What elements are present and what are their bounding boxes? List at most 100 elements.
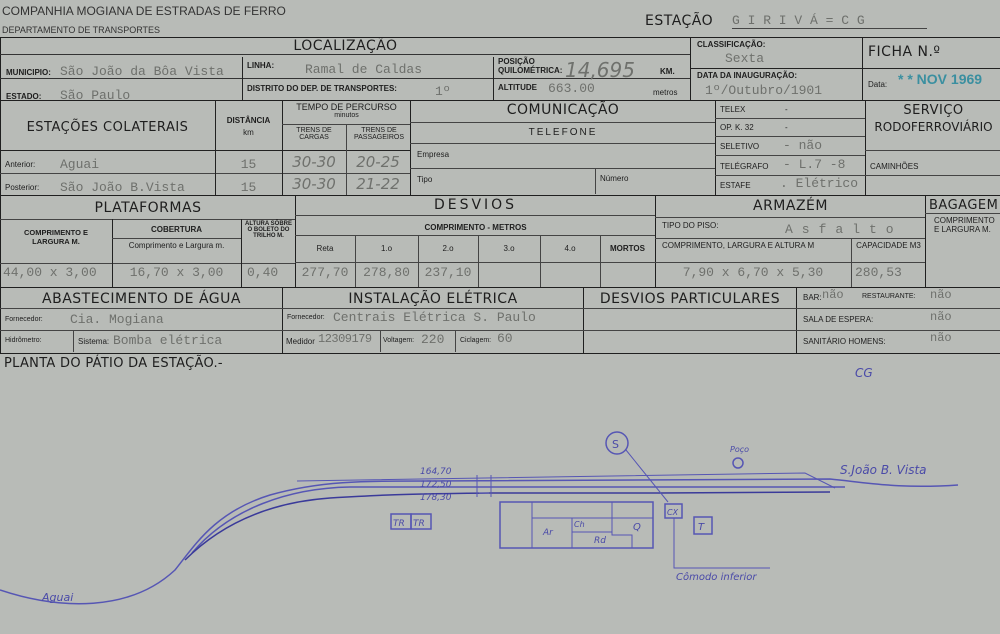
item-value: . Elétrico: [780, 176, 859, 191]
classificacao-label: CLASSIFICAÇÃO:: [697, 40, 766, 49]
item-label: TELEX: [720, 105, 746, 114]
sistema-label: Sistema:: [78, 337, 110, 346]
estado-label: ESTADO:: [6, 92, 42, 101]
cobertura-value: 16,70 x 3,00: [129, 265, 224, 280]
distance-value: 15: [240, 180, 257, 195]
passageiros-label: TRENS DE PASSAGEIROS: [353, 127, 405, 141]
ficha-label: FICHA N.º: [868, 44, 941, 60]
distrito-value: 1º: [435, 84, 451, 99]
desvio-col-header: MORTOS: [610, 244, 645, 253]
municipio-label: MUNICIPIO:: [6, 68, 51, 77]
track-siding-1: [191, 486, 845, 554]
item-value: - não: [783, 138, 823, 153]
q-label: Q: [633, 522, 641, 533]
item-label: TELÉGRAFO: [720, 162, 769, 171]
desvio-value: 237,10: [424, 265, 472, 280]
voltagem-value: 220: [421, 332, 445, 347]
ficha-data-label: Data:: [868, 80, 888, 89]
station-value: Aguai: [60, 157, 100, 172]
sala-value: não: [930, 310, 952, 324]
sanitario-label: SANITÁRIO HOMENS:: [803, 337, 886, 346]
track-main: [0, 478, 959, 605]
passageiros-value: 21-22: [356, 175, 400, 193]
t-label: T: [698, 522, 705, 533]
comprimento-value: 44,00 x 3,00: [3, 265, 97, 280]
planta-title: PLANTA DO PÁTIO DA ESTAÇÃO.-: [4, 356, 223, 371]
signal-label: S: [612, 438, 619, 451]
origin-label: Aguai: [41, 591, 73, 604]
date-stamp: * * NOV 1969: [898, 71, 983, 87]
bar-value: não: [822, 288, 844, 302]
voltagem-label: Voltagem:: [383, 337, 415, 344]
restaurante-value: não: [930, 288, 952, 302]
item-label: ESTAFE: [720, 181, 751, 190]
ar-label: Ar: [542, 528, 554, 538]
medidor-label: Medidor: [286, 337, 315, 346]
sanitario-value: não: [930, 331, 952, 345]
empresa-label: Empresa: [417, 150, 450, 159]
localizacao-title: LOCALIZAÇÃO: [0, 38, 691, 55]
item-label: SELETIVO: [720, 142, 760, 151]
estado-value: São Paulo: [60, 88, 131, 103]
servico-title: SERVIÇO: [903, 103, 964, 118]
piso-value: Asfalto: [785, 222, 903, 237]
numero-label: Número: [600, 174, 629, 183]
comodo-label: Cômodo inferior: [676, 571, 757, 583]
track-siding-2: [184, 491, 831, 561]
passageiros-value: 20-25: [356, 153, 400, 171]
desvio-col-header: Reta: [316, 244, 334, 253]
km-unit: km: [243, 128, 254, 137]
station-building: [499, 501, 654, 549]
track-siding-3: [296, 472, 836, 489]
telefone-label: TELEFONE: [528, 127, 598, 138]
track-length-2: 172,50: [420, 480, 452, 490]
row-label: Anterior:: [5, 160, 36, 169]
bar-label: BAR:: [803, 293, 822, 302]
cobertura-sub-label: Comprimento e Largura m.: [128, 241, 225, 250]
eletrica-fornecedor-value: Centrais Elétrica S. Paulo: [333, 310, 536, 325]
desvios-comprimento-label: COMPRIMENTO - metros: [424, 223, 527, 232]
company-name: COMPANHIA MOGIANA DE ESTRADAS DE FERRO: [2, 4, 286, 18]
sistema-value: Bomba elétrica: [113, 333, 223, 348]
comunicacao-title: COMUNICAÇÃO: [506, 102, 620, 118]
cargas-value: 30-30: [292, 153, 336, 171]
sala-label: SALA DE ESPERA:: [803, 315, 874, 324]
linha-label: LINHA:: [247, 61, 275, 70]
cargas-value: 30-30: [292, 175, 336, 193]
eletrica-title: INSTALAÇÃO ELÉTRICA: [348, 291, 518, 307]
capacidade-value: 280,53: [855, 265, 902, 280]
desvio-col-header: 3.o: [503, 244, 515, 253]
posicao-label: POSIÇÃO QUILOMÉTRICA:: [498, 57, 563, 75]
track-length-3: 178,30: [420, 493, 452, 503]
comprimento-largura-label: COMPRIMENTO E LARGURA m.: [23, 228, 89, 246]
piso-label: TIPO DO PISO:: [662, 221, 719, 230]
agua-title: ABASTECIMENTO DE ÁGUA: [42, 291, 241, 307]
hidrometro-label: Hidrômetro:: [5, 337, 42, 344]
km-label: KM.: [660, 67, 675, 76]
tempo-label: TEMPO DE PERCURSO: [296, 102, 397, 112]
agua-fornecedor-label: Fornecedor:: [5, 316, 43, 323]
distance-value: 15: [240, 157, 257, 172]
desvio-col-header: 1.o: [380, 244, 393, 253]
altitude-value: 663.00: [548, 81, 595, 96]
plataformas-title: PLATAFORMAS: [94, 200, 202, 216]
desvio-value: 278,80: [363, 265, 410, 280]
item-label: OP. K. 32: [720, 123, 754, 132]
t-box: [693, 516, 713, 535]
altura-label: ALTURA SÔBRE O BOLETO DO TRILHO m.: [245, 221, 292, 239]
classificacao-value: Sexta: [725, 51, 765, 66]
ciclagem-value: 60: [497, 331, 513, 346]
signal-s-circle: [605, 431, 629, 455]
dimensoes-value: 7,90 x 6,70 x 5,30: [682, 265, 824, 280]
ch-label: Ch: [574, 520, 585, 529]
capacidade-label: CAPACIDADE m3: [856, 241, 921, 250]
posicao-value: 14,695: [565, 58, 635, 82]
bagagem-label: COMPRIMENTO E LARGURA m.: [934, 216, 995, 234]
bagagem-title: BAGAGEM: [929, 198, 999, 213]
municipio-value: São João da Bôa Vista: [60, 64, 224, 79]
rd-label: Rd: [594, 536, 606, 546]
dimensoes-label: COMPRIMENTO, LARGURA E ALTURA m: [662, 241, 815, 250]
tr-label-2: TR: [413, 519, 425, 529]
tr-label: TR: [393, 519, 405, 529]
altura-value: 0,40: [247, 265, 279, 280]
